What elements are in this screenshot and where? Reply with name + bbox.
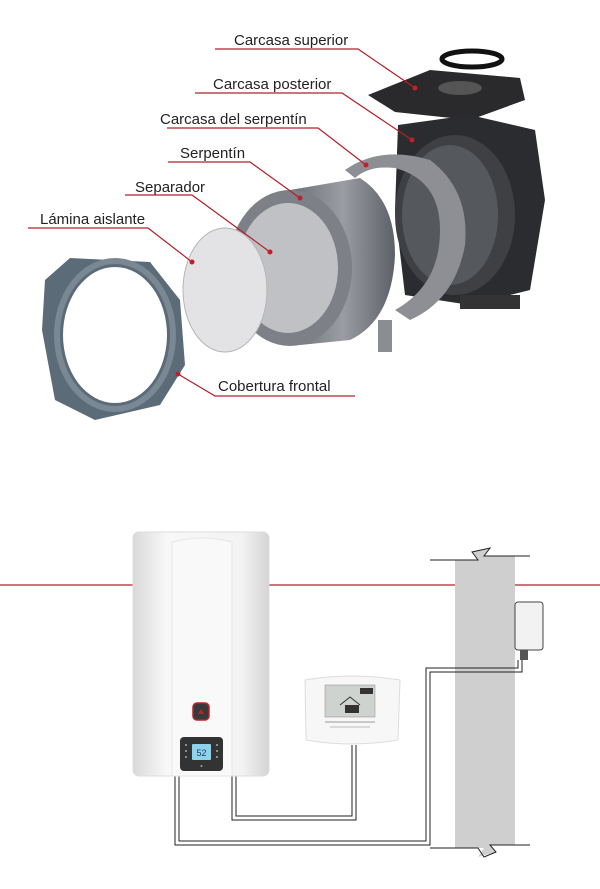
callout-carcasa-posterior: Carcasa posterior <box>195 76 415 143</box>
control-buttons <box>185 744 218 767</box>
boiler-display <box>192 744 211 760</box>
boiler: 52 <box>132 531 270 777</box>
coil-casing-sheet <box>345 154 466 320</box>
label-separador: Separador <box>135 179 205 196</box>
boiler-display-value: 52 <box>196 748 206 758</box>
top-casing-part <box>368 48 525 120</box>
label-carcasa-posterior: Carcasa posterior <box>213 76 331 93</box>
separator-disc <box>182 227 268 353</box>
callout-carcasa-serpentin: Carcasa del serpentín <box>160 111 369 168</box>
wiring <box>174 660 523 846</box>
callout-separador: Separador <box>125 179 273 255</box>
outdoor-sensor <box>514 601 544 660</box>
brand-logo-icon <box>198 709 204 714</box>
label-serpentin: Serpentín <box>180 145 245 162</box>
callout-serpentin: Serpentín <box>168 145 303 201</box>
label-carcasa-serpentin: Carcasa del serpentín <box>160 111 307 128</box>
wall <box>430 547 530 858</box>
label-cobertura-frontal: Cobertura frontal <box>218 378 331 395</box>
callout-lamina-aislante: Lámina aislante <box>28 211 195 265</box>
room-thermostat <box>304 675 401 745</box>
exploded-view <box>42 48 545 420</box>
callout-cobertura-frontal: Cobertura frontal <box>175 371 355 397</box>
label-carcasa-superior: Carcasa superior <box>234 32 348 49</box>
callout-carcasa-superior: Carcasa superior <box>215 32 418 91</box>
rear-casing-part <box>395 115 545 309</box>
front-cover-part <box>42 258 185 420</box>
label-lamina-aislante: Lámina aislante <box>40 211 145 228</box>
